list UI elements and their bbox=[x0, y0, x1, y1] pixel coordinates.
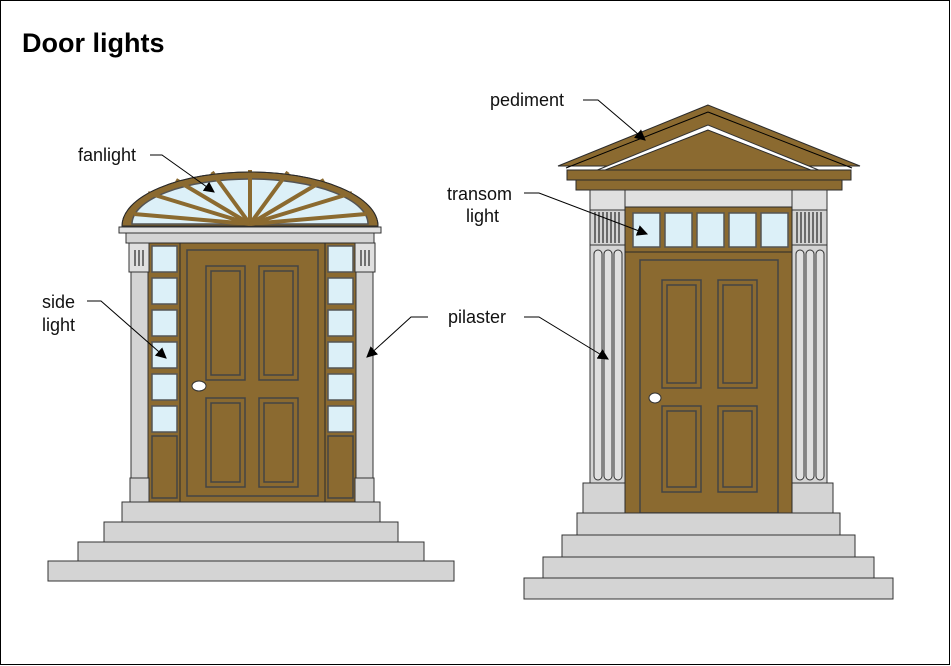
pilaster-leader-right bbox=[524, 316, 609, 360]
pediment-leader bbox=[583, 99, 646, 141]
label-transom-1: transom bbox=[447, 184, 512, 204]
lintel bbox=[624, 189, 793, 208]
transom-leader bbox=[524, 192, 649, 236]
label-pilaster: pilaster bbox=[448, 307, 506, 327]
diagram-title: Door lights bbox=[22, 28, 165, 58]
steps bbox=[47, 501, 455, 582]
fanlight-leader bbox=[150, 154, 215, 193]
label-side-light-1: side bbox=[42, 292, 75, 312]
fanlight-door bbox=[47, 170, 455, 582]
left-pilaster bbox=[582, 189, 629, 514]
cornice bbox=[118, 226, 382, 234]
side-light-leader bbox=[87, 300, 167, 359]
door-knob bbox=[648, 392, 662, 404]
right-sidelight bbox=[327, 245, 354, 499]
steps bbox=[523, 512, 894, 600]
right-pilaster bbox=[787, 189, 834, 514]
lintel bbox=[125, 232, 375, 244]
label-pediment: pediment bbox=[490, 90, 564, 110]
door bbox=[624, 251, 793, 514]
transom-light bbox=[624, 206, 793, 253]
right-pilaster bbox=[354, 242, 376, 503]
label-side-light-2: light bbox=[42, 315, 75, 335]
left-pilaster bbox=[128, 242, 150, 503]
fanlight bbox=[121, 170, 379, 227]
door bbox=[179, 242, 326, 503]
label-transom-2: light bbox=[466, 206, 499, 226]
label-fanlight: fanlight bbox=[78, 145, 136, 165]
pediment-door bbox=[523, 104, 894, 600]
door-knob bbox=[191, 380, 207, 392]
pilaster-leader-left bbox=[366, 316, 428, 358]
